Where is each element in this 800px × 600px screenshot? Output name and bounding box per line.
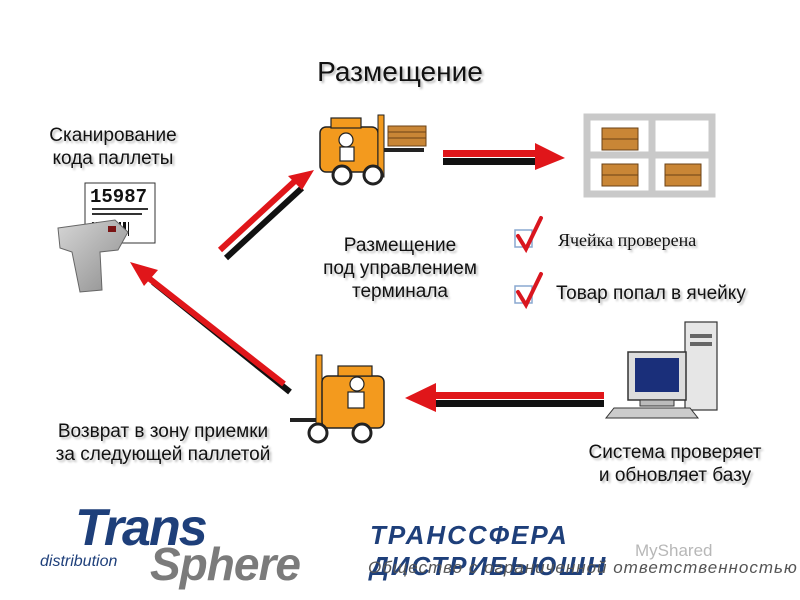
arrow-forklift-to-rack <box>443 143 565 170</box>
label-placement: Размещение под управлением терминала <box>300 234 500 303</box>
logo-sphere: Sphere <box>150 538 301 590</box>
label-return-line1: Возврат в зону приемки <box>57 421 269 442</box>
barcode-scanner-icon <box>57 182 156 293</box>
checkmark-icon <box>514 272 543 310</box>
label-system-line1: Система проверяет <box>588 442 762 463</box>
page-title: Размещение <box>317 56 483 87</box>
label-scan-line1: Сканирование <box>49 125 177 146</box>
checklist-item-2: Товар попал в ячейку <box>556 283 746 304</box>
label-system-line2: и обновляет базу <box>598 465 752 486</box>
checkmark-icon <box>514 216 543 254</box>
label-placement-line2: под управлением <box>323 258 477 279</box>
watermark: MyShared <box>635 541 713 560</box>
label-return-line2: за следующей паллетой <box>55 444 271 465</box>
logo-distribution: distribution <box>40 553 118 570</box>
barcode-number: 15987 <box>90 186 148 208</box>
pallet-rack-icon <box>583 113 716 198</box>
label-placement-line3: терминала <box>351 281 448 302</box>
company-subtitle: Общество с ограниченной ответственностью <box>368 558 798 577</box>
computer-icon <box>604 321 718 419</box>
forklift-icon <box>290 354 385 444</box>
label-system: Система проверяет и обновляет базу <box>570 441 780 487</box>
arrow-scan-to-forklift <box>217 170 314 261</box>
label-placement-line1: Размещение <box>343 235 457 256</box>
arrow-system-to-forklift <box>405 383 604 412</box>
forklift-icon <box>319 114 427 186</box>
checklist-item-1: Ячейка проверена <box>558 230 697 250</box>
label-scan-line2: кода паллеты <box>52 148 174 169</box>
company-name: ТРАНССФЕРА ДИСТРИБЬЮШН <box>370 520 608 581</box>
label-scan: Сканирование кода паллеты <box>28 124 198 170</box>
arrow-return-to-scan <box>130 262 292 395</box>
label-return: Возврат в зону приемки за следующей палл… <box>28 420 298 466</box>
logo-trans: Trans <box>75 499 208 557</box>
